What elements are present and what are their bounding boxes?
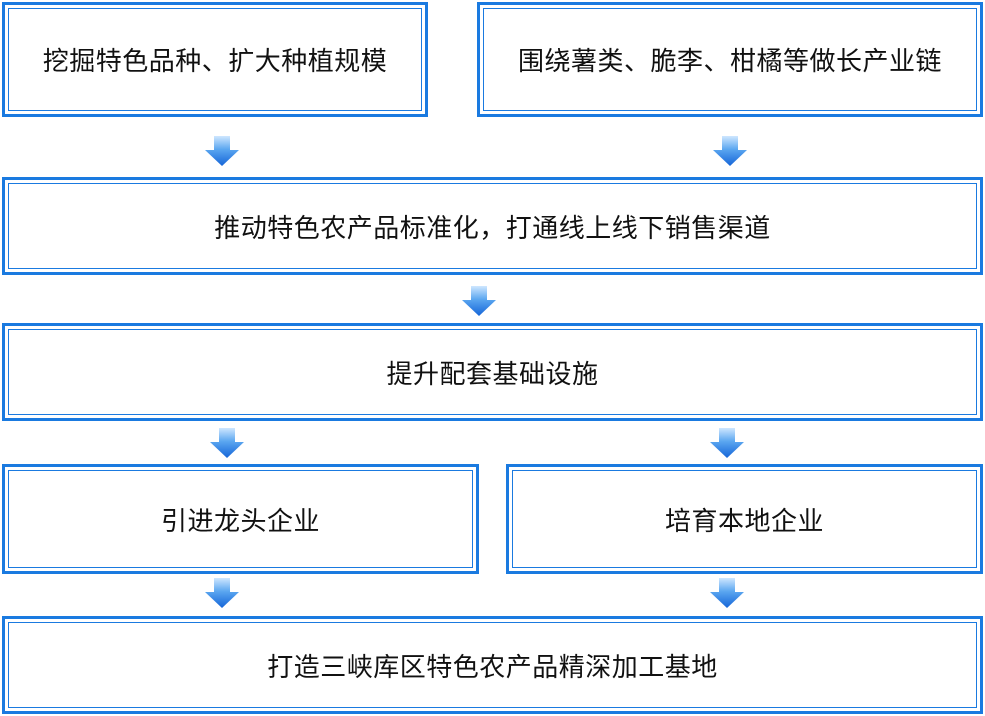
node-label: 推动特色农产品标准化，打通线上线下销售渠道 xyxy=(214,213,771,244)
down-arrow-icon xyxy=(710,428,744,458)
down-arrow-icon xyxy=(210,428,244,458)
node-label: 围绕薯类、脆李、柑橘等做长产业链 xyxy=(517,47,942,77)
node-leading-enterprises: 引进龙头企业 xyxy=(2,464,479,574)
down-arrow-icon xyxy=(713,136,747,166)
node-label: 挖掘特色品种、扩大种植规模 xyxy=(42,47,388,77)
node-local-enterprises: 培育本地企业 xyxy=(506,464,983,574)
node-dig-varieties: 挖掘特色品种、扩大种植规模 xyxy=(2,2,428,117)
down-arrow-icon xyxy=(205,136,239,166)
down-arrow-icon xyxy=(462,286,496,316)
down-arrow-icon xyxy=(710,578,744,608)
node-processing-base: 打造三峡库区特色农产品精深加工基地 xyxy=(2,616,983,714)
node-standardization: 推动特色农产品标准化，打通线上线下销售渠道 xyxy=(2,177,983,275)
node-label: 提升配套基础设施 xyxy=(386,359,599,390)
node-label: 培育本地企业 xyxy=(664,506,824,537)
node-industry-chain: 围绕薯类、脆李、柑橘等做长产业链 xyxy=(477,2,983,117)
down-arrow-icon xyxy=(205,578,239,608)
node-label: 引进龙头企业 xyxy=(160,506,320,537)
node-label: 打造三峡库区特色农产品精深加工基地 xyxy=(267,652,718,683)
node-infrastructure: 提升配套基础设施 xyxy=(2,323,983,421)
